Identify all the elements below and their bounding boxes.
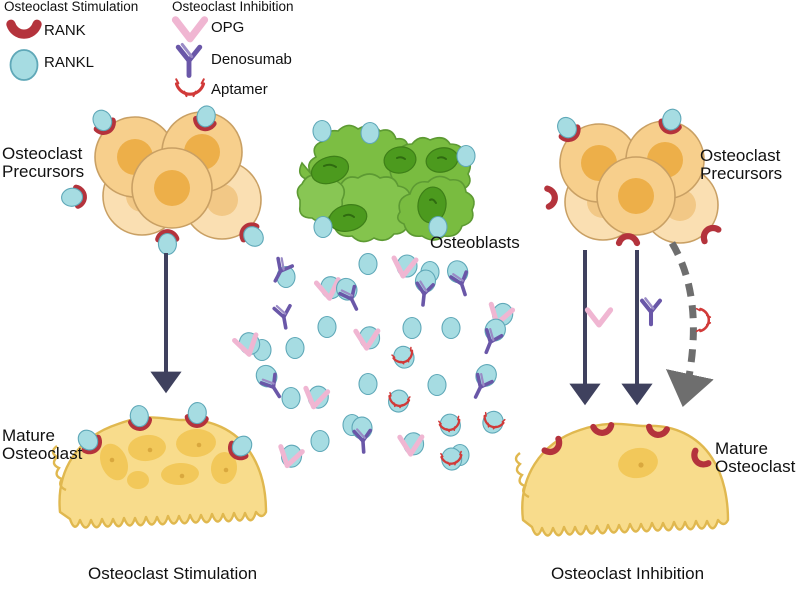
label-mature-osteoclast-left: Mature Osteoclast xyxy=(2,426,83,463)
rankl-ligand xyxy=(427,373,447,397)
denosumab-antibody xyxy=(272,302,296,332)
rankl-ligand xyxy=(358,372,378,396)
arrow-annotation-opg-icon xyxy=(584,307,614,328)
label-mature-osteoclast-right: Mature Osteoclast xyxy=(715,439,796,476)
rankl-ligand xyxy=(317,315,337,339)
rank-rankl-complex xyxy=(554,114,581,142)
rank-rankl-complex xyxy=(660,107,684,134)
rankl-ligand xyxy=(441,316,461,340)
rank-rankl-complex xyxy=(129,404,150,429)
rankl-ligand xyxy=(402,316,422,340)
mature-osteoclast-right xyxy=(514,424,730,537)
legend-label-rankl: RANKL xyxy=(44,54,95,71)
legend-aptamer-icon xyxy=(174,77,206,98)
osteoblast-cluster xyxy=(296,119,476,243)
aptamer-bound-rankl xyxy=(437,413,463,437)
rank-rankl-complex xyxy=(239,222,267,250)
rank-rankl-complex xyxy=(158,232,177,255)
rankl-ligand xyxy=(285,336,305,360)
legend-label-opg: OPG xyxy=(211,19,245,36)
denosumab-bound-rankl xyxy=(447,260,475,299)
denosumab-bound-rankl xyxy=(255,364,288,403)
legend-heading-inhibition: Osteoclast Inhibition xyxy=(172,0,294,14)
rankl-ligand xyxy=(281,386,301,410)
denosumab-bound-rankl xyxy=(477,318,506,358)
rank-rankl-complex xyxy=(194,104,217,130)
arrow-annotation-denosumab-icon xyxy=(642,298,660,324)
legend-label-aptamer: Aptamer xyxy=(211,81,268,98)
rank-receptor-free xyxy=(547,188,555,207)
rankl-ligand xyxy=(312,119,332,143)
rankl-ligand xyxy=(310,429,330,453)
rank-rankl-complex xyxy=(89,107,115,135)
osteoclast-precursor-cluster-left xyxy=(61,104,268,255)
label-osteoclast-precursors-right: Osteoclast Precursors xyxy=(700,146,783,183)
legend-opg-icon xyxy=(171,16,209,43)
denosumab-bound-rankl xyxy=(466,364,497,403)
osteoclast-precursor-cluster-right xyxy=(547,107,718,243)
rankl-ligand xyxy=(358,252,378,276)
denosumab-bound-rankl xyxy=(413,269,437,308)
arrow-annotation-aptamer-icon xyxy=(695,307,712,333)
opg-bound-rankl xyxy=(391,254,419,279)
rankl-ligand xyxy=(360,121,380,145)
aptamer-bound-rankl xyxy=(439,447,464,471)
rank-rankl-complex xyxy=(187,402,207,426)
rankl-ligand xyxy=(456,144,476,168)
opg-decoy-free xyxy=(278,444,305,469)
opg-bound-rankl xyxy=(303,385,331,410)
aptamer-bound-rankl xyxy=(390,345,417,369)
label-outcome-inhibition: Osteoclast Inhibition xyxy=(551,564,705,583)
denosumab-bound-rankl xyxy=(351,416,374,455)
legend-rank-icon xyxy=(6,19,42,39)
denosumab-bound-rankl xyxy=(335,277,366,315)
legend-heading-stimulation: Osteoclast Stimulation xyxy=(4,0,139,14)
legend-denosumab-icon xyxy=(178,44,200,75)
label-outcome-stimulation: Osteoclast Stimulation xyxy=(88,564,258,583)
label-osteoclast-precursors-left: Osteoclast Precursors xyxy=(2,144,85,181)
legend-rankl-icon xyxy=(9,49,39,81)
aptamer-bound-rankl xyxy=(386,389,412,413)
opg-bound-rankl xyxy=(353,326,381,351)
opg-bound-rankl xyxy=(397,432,425,457)
opg-bound-rankl xyxy=(232,332,261,357)
legend-label-denosumab: Denosumab xyxy=(211,51,292,68)
arrow-right-aptamer xyxy=(665,241,714,408)
opg-bound-rankl xyxy=(313,276,342,301)
legend-label-rank: RANK xyxy=(44,22,86,39)
rank-receptor-free xyxy=(619,236,637,243)
molecule-field xyxy=(232,252,516,471)
aptamer-bound-rankl xyxy=(480,410,506,434)
mature-osteoclast-left xyxy=(51,402,268,529)
rank-rankl-complex xyxy=(61,187,85,207)
rankl-ligand xyxy=(313,215,333,239)
label-osteoblasts: Osteoblasts xyxy=(430,233,520,252)
